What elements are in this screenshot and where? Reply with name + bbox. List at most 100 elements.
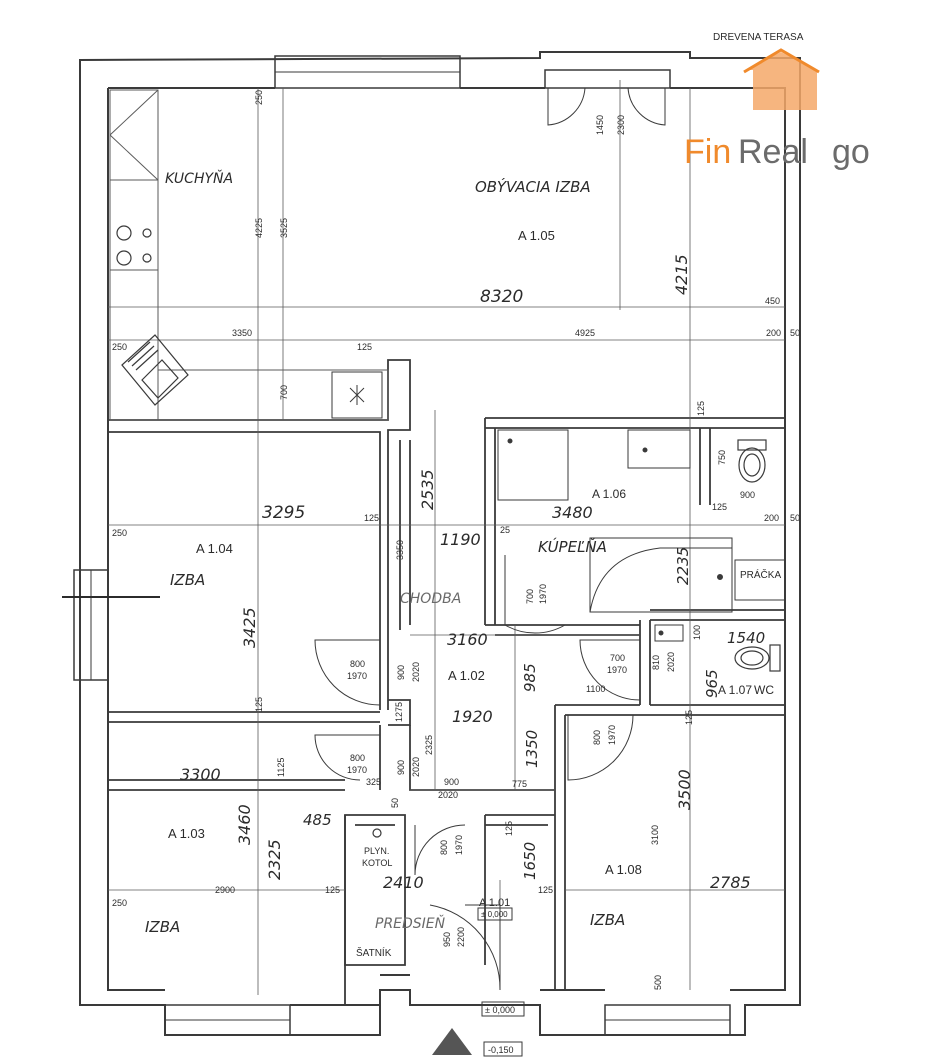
dim-p2020d: 2020 bbox=[438, 790, 458, 800]
dim-985: 985 bbox=[521, 663, 539, 692]
dim-p125h: 125 bbox=[325, 885, 340, 895]
dim-p900d: 900 bbox=[444, 777, 459, 787]
label-room104-code: A 1.04 bbox=[196, 541, 233, 556]
dim-p200a: 200 bbox=[766, 328, 781, 338]
dim-p125i: 125 bbox=[538, 885, 553, 895]
dim-1540: 1540 bbox=[727, 629, 765, 647]
dim-p800a: 800 bbox=[350, 659, 365, 669]
dim-p125f: 125 bbox=[684, 710, 694, 725]
dim-p1970c: 1970 bbox=[607, 665, 627, 675]
dim-p1970e: 1970 bbox=[454, 835, 464, 855]
dim-p250b: 250 bbox=[112, 342, 127, 352]
dim-3295: 3295 bbox=[262, 503, 305, 523]
label-hall: PREDSIEŇ bbox=[375, 914, 446, 932]
label-room108-name: IZBA bbox=[590, 911, 625, 929]
dim-p950: 950 bbox=[442, 932, 452, 947]
wc-toilet-icon bbox=[734, 644, 781, 672]
dim-p810: 810 bbox=[651, 655, 661, 670]
dim-p3100: 3100 bbox=[650, 825, 660, 845]
label-room104-name: IZBA bbox=[170, 571, 205, 589]
dim-2325: 2325 bbox=[265, 839, 284, 880]
dim-1650: 1650 bbox=[521, 842, 539, 880]
logo-go: go bbox=[832, 133, 870, 171]
dim-2785: 2785 bbox=[710, 873, 751, 892]
label-hall-code: A 1.01 bbox=[479, 897, 510, 909]
dim-2235: 2235 bbox=[674, 547, 692, 585]
dim-p2020a: 2020 bbox=[411, 662, 421, 682]
dim-p2900: 2900 bbox=[215, 885, 235, 895]
dim-p2200: 2200 bbox=[456, 927, 466, 947]
door-swings bbox=[314, 87, 666, 991]
dim-p50c: 50 bbox=[390, 798, 400, 808]
dim-2535: 2535 bbox=[418, 469, 437, 510]
dim-p50a: 50 bbox=[790, 328, 800, 338]
dim-1190: 1190 bbox=[440, 530, 481, 549]
dim-p1125: 1125 bbox=[276, 758, 286, 777]
dim-p2020c: 2020 bbox=[411, 757, 421, 777]
logo-fin: Fin bbox=[684, 133, 731, 171]
dim-p4925: 4925 bbox=[575, 328, 595, 338]
dim-p3350: 3350 bbox=[232, 328, 252, 338]
label-bath-name: KÚPEĽŇA bbox=[538, 537, 607, 556]
fridge-icon bbox=[331, 371, 383, 419]
dim-p125b: 125 bbox=[696, 401, 706, 416]
dim-485: 485 bbox=[303, 811, 332, 829]
entry-marker-icon bbox=[432, 1028, 472, 1055]
kitchen-counter bbox=[109, 89, 389, 421]
toilet-icon bbox=[737, 439, 767, 483]
dim-p1275: 1275 bbox=[394, 702, 404, 722]
label-terrace: DREVENA TERASA bbox=[713, 32, 804, 43]
dim-p700a: 700 bbox=[279, 385, 289, 400]
printed-dimensions: 250 4225 3525 1450 2300 450 3350 4925 20… bbox=[112, 90, 800, 990]
wc-sink-icon bbox=[654, 624, 684, 642]
finreal-logo: Fin Real go bbox=[684, 48, 870, 171]
dim-p250a: 250 bbox=[254, 90, 264, 105]
dim-1920: 1920 bbox=[452, 707, 493, 726]
dim-p800b: 800 bbox=[350, 753, 365, 763]
dim-p700b: 700 bbox=[525, 589, 535, 604]
dim-3460: 3460 bbox=[235, 804, 254, 845]
label-level-entry: ± 0,000 bbox=[485, 1005, 515, 1015]
label-wc-code: A 1.07 bbox=[718, 683, 752, 697]
label-living: OBÝVACIA IZBA bbox=[475, 177, 591, 196]
dim-p100: 100 bbox=[692, 625, 702, 640]
dim-p50b: 50 bbox=[790, 513, 800, 523]
dim-965: 965 bbox=[703, 669, 721, 698]
dim-p2300: 2300 bbox=[616, 115, 626, 135]
dim-p325: 325 bbox=[366, 777, 381, 787]
dim-p125d: 125 bbox=[364, 513, 379, 523]
label-bath-code: A 1.06 bbox=[592, 487, 626, 501]
dim-p700c: 700 bbox=[610, 653, 625, 663]
label-level-ground: -0,150 bbox=[488, 1045, 514, 1055]
label-wardrobe: ŠATNÍK bbox=[356, 946, 392, 959]
dim-p2325p: 2325 bbox=[424, 735, 434, 755]
dim-p1970b: 1970 bbox=[347, 671, 367, 681]
dim-p775: 775 bbox=[512, 779, 527, 789]
dim-p900c: 900 bbox=[396, 760, 406, 775]
bathroom-fixtures bbox=[497, 429, 786, 613]
dim-p1100: 1100 bbox=[586, 684, 605, 694]
dim-3480: 3480 bbox=[552, 503, 593, 522]
interior-walls bbox=[108, 359, 785, 1005]
dim-3425: 3425 bbox=[240, 607, 259, 648]
label-room103-code: A 1.03 bbox=[168, 826, 205, 841]
dim-p800d: 800 bbox=[592, 730, 602, 745]
dim-p900b: 900 bbox=[396, 665, 406, 680]
label-washer: PRÁČKA bbox=[740, 568, 781, 581]
dim-p450: 450 bbox=[765, 296, 780, 306]
level-boxes bbox=[477, 907, 525, 1057]
dim-p125g: 125 bbox=[504, 821, 514, 836]
dim-p125e: 125 bbox=[254, 697, 264, 712]
dim-p4225: 4225 bbox=[254, 218, 264, 238]
label-corridor: CHODBA bbox=[400, 591, 461, 607]
label-boiler2: KOTOL bbox=[362, 858, 392, 868]
outer-walls bbox=[73, 51, 801, 1036]
house-icon bbox=[743, 48, 820, 110]
dim-4215: 4215 bbox=[672, 254, 691, 295]
dim-p125a: 125 bbox=[357, 342, 372, 352]
dim-p1970f: 1970 bbox=[607, 725, 617, 745]
dim-p200b: 200 bbox=[764, 513, 779, 523]
dimension-lines bbox=[108, 80, 785, 995]
dim-p500: 500 bbox=[653, 975, 663, 990]
